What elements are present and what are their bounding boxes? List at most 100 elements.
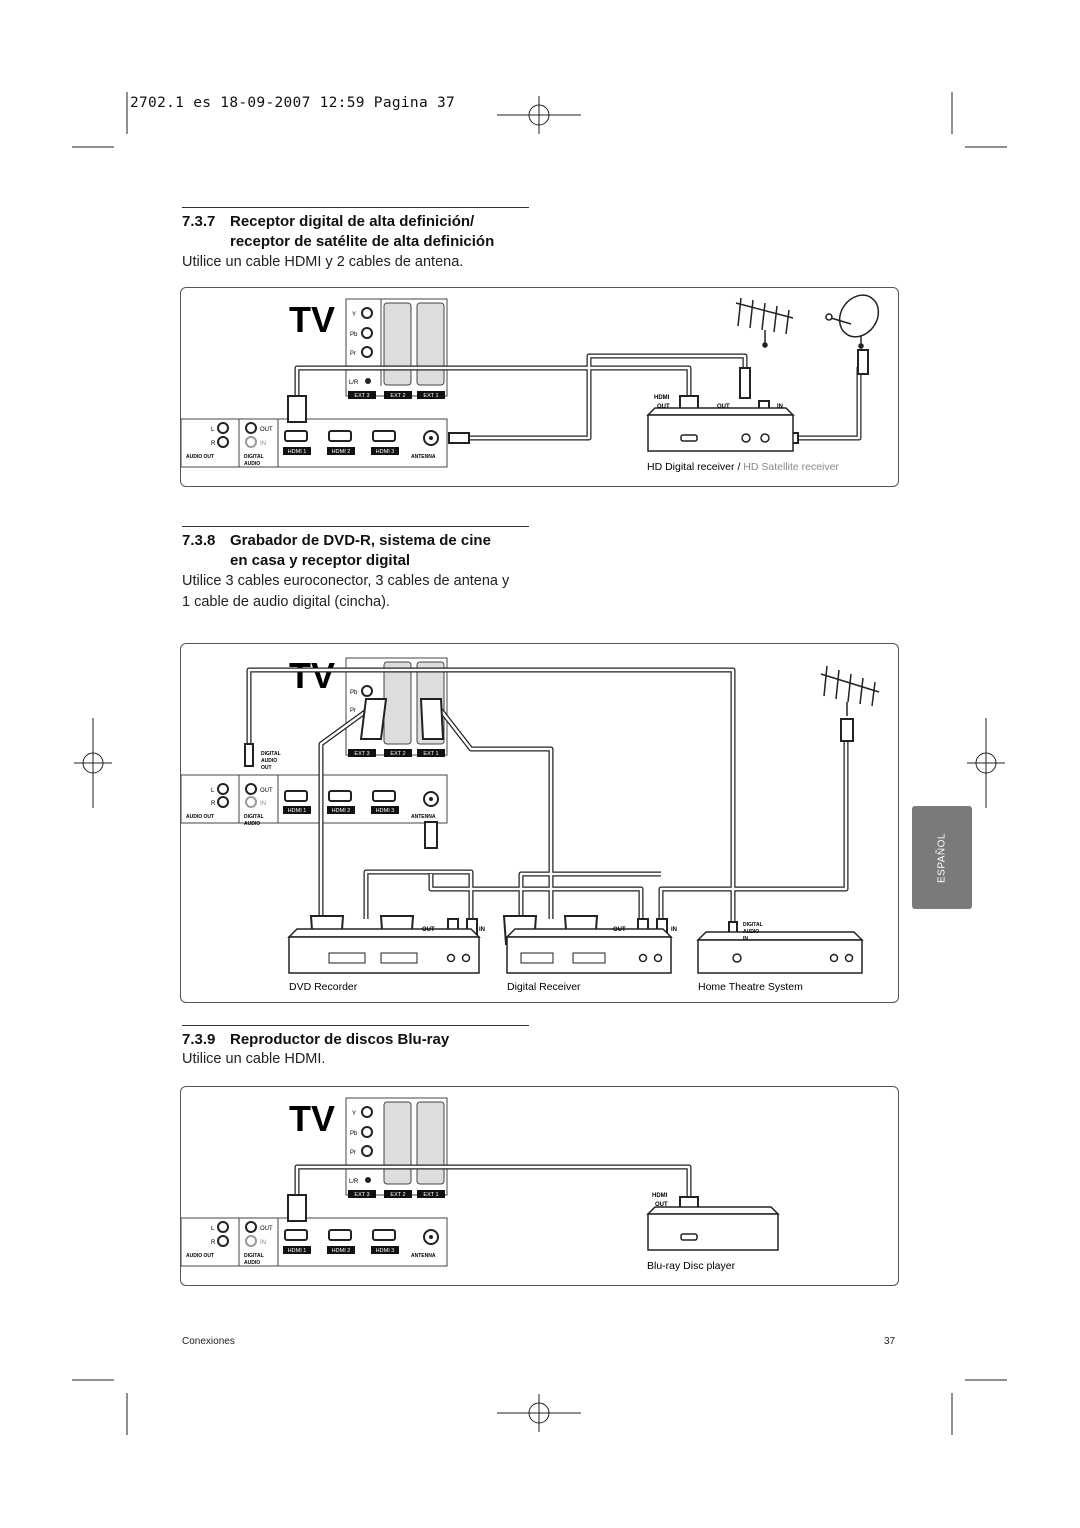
svg-text:R: R: [211, 801, 216, 807]
diagram-dvd-hts-receiver-drawing: TV Pb Pr EXT 3 EXT 2 EXT 1 DIGITAL AUDIO…: [180, 655, 880, 993]
svg-text:ANTENNA: ANTENNA: [411, 814, 436, 820]
svg-text:EXT 1: EXT 1: [423, 1192, 438, 1198]
tv-connector-panel: TV Y Pb Pr L/R EXT 3 EXT 2 EXT 1 L R AUD…: [180, 298, 448, 468]
diagram-hd-receiver: TV Y Pb Pr L/R EXT 3 EXT 2 EXT 1 L R AUD…: [180, 287, 899, 487]
svg-text:IN: IN: [743, 936, 748, 942]
svg-text:Pr: Pr: [350, 351, 356, 357]
satellite-dish-icon: [825, 294, 880, 349]
svg-text:R: R: [211, 441, 216, 447]
svg-text:OUT: OUT: [260, 788, 273, 794]
svg-text:Pr: Pr: [350, 1150, 356, 1156]
svg-text:HDMI 2: HDMI 2: [332, 449, 351, 455]
svg-text:OUT: OUT: [655, 1202, 668, 1208]
print-header: 2702.1 es 18-09-2007 12:59 Pagina 37: [130, 95, 456, 111]
svg-text:HDMI 3: HDMI 3: [376, 1248, 395, 1254]
svg-text:Pb: Pb: [350, 332, 358, 338]
svg-text:HDMI 2: HDMI 2: [332, 1248, 351, 1254]
diagram-dvd-hts-receiver: TV Pb Pr EXT 3 EXT 2 EXT 1 DIGITAL AUDIO…: [180, 643, 899, 1003]
svg-text:R: R: [211, 1240, 216, 1246]
svg-text:AUDIO: AUDIO: [261, 758, 277, 764]
svg-text:Pb: Pb: [350, 1131, 358, 1137]
caption-home-theatre: Home Theatre System: [698, 981, 803, 993]
svg-text:AUDIO: AUDIO: [743, 929, 759, 935]
dvd-recorder-box: OUT IN: [287, 927, 485, 974]
ext2-label: EXT 2: [390, 393, 405, 399]
svg-text:OUT: OUT: [261, 765, 272, 771]
svg-text:OUT: OUT: [717, 404, 730, 410]
svg-text:ANTENNA: ANTENNA: [411, 1253, 436, 1259]
svg-text:OUT: OUT: [422, 927, 435, 933]
svg-text:TV: TV: [289, 655, 335, 696]
svg-text:Pb: Pb: [350, 690, 358, 696]
svg-text:DIGITAL: DIGITAL: [261, 751, 281, 757]
tv-connector-panel: TV Pb Pr EXT 3 EXT 2 EXT 1 DIGITAL AUDIO…: [180, 655, 448, 827]
svg-text:HDMI 1: HDMI 1: [288, 1248, 307, 1254]
svg-text:Y: Y: [352, 1111, 356, 1117]
diagram-hd-receiver-drawing: TV Y Pb Pr L/R EXT 3 EXT 2 EXT 1 L R AUD…: [180, 294, 880, 473]
ext3-label: EXT 3: [354, 393, 369, 399]
svg-text:HDMI: HDMI: [652, 1193, 668, 1199]
digital-receiver-box: OUT IN: [505, 927, 677, 974]
language-tab: ESPAÑOL: [912, 806, 972, 909]
diagram-bluray-drawing: TV Y Pb Pr L/R EXT 3 EXT 2 EXT 1 L R AUD…: [180, 1097, 780, 1272]
svg-text:IN: IN: [260, 441, 266, 447]
caption-bluray: Blu-ray Disc player: [647, 1260, 736, 1272]
svg-text:HDMI 1: HDMI 1: [288, 449, 307, 455]
section-body-737: Utilice un cable HDMI y 2 cables de ante…: [182, 254, 464, 270]
antenna-icon: [820, 665, 880, 716]
svg-text:IN: IN: [479, 927, 485, 933]
svg-text:AUDIO OUT: AUDIO OUT: [186, 454, 214, 460]
svg-text:EXT 2: EXT 2: [390, 751, 405, 757]
svg-text:EXT 1: EXT 1: [423, 751, 438, 757]
registration-mark-bottom: [497, 1394, 581, 1432]
svg-text:HDMI: HDMI: [654, 395, 670, 401]
svg-text:EXT 3: EXT 3: [354, 751, 369, 757]
caption-digital-receiver: Digital Receiver: [507, 981, 581, 993]
section-body-739: Utilice un cable HDMI.: [182, 1051, 326, 1067]
svg-text:OUT: OUT: [260, 427, 273, 433]
svg-text:TV: TV: [289, 1098, 335, 1139]
svg-text:L/R: L/R: [349, 1179, 359, 1185]
home-theatre-box: DIGITAL AUDIO IN: [696, 922, 864, 974]
svg-text:DIGITAL: DIGITAL: [244, 454, 264, 460]
diagram-bluray: TV Y Pb Pr L/R EXT 3 EXT 2 EXT 1 L R AUD…: [180, 1086, 899, 1286]
svg-text:L/R: L/R: [349, 380, 359, 386]
registration-mark-right: [967, 718, 1005, 808]
footer-section-name: Conexiones: [182, 1336, 235, 1347]
svg-text:DIGITAL: DIGITAL: [244, 814, 264, 820]
svg-text:IN: IN: [260, 801, 266, 807]
component-pr-jack: Pr: [350, 346, 373, 358]
svg-text:DIGITAL: DIGITAL: [244, 1253, 264, 1259]
svg-text:IN: IN: [777, 404, 783, 410]
svg-text:EXT 2: EXT 2: [390, 1192, 405, 1198]
svg-text:HDMI 3: HDMI 3: [376, 808, 395, 814]
svg-text:AUDIO: AUDIO: [244, 1260, 260, 1266]
svg-text:OUT: OUT: [260, 1226, 273, 1232]
svg-text:ANTENNA: ANTENNA: [411, 454, 436, 460]
svg-text:HDMI 2: HDMI 2: [332, 808, 351, 814]
svg-text:Y: Y: [352, 312, 356, 318]
svg-text:DIGITAL: DIGITAL: [743, 922, 763, 928]
tv-label: TV: [289, 299, 335, 340]
section-body-738: Utilice 3 cables euroconector, 3 cables …: [182, 573, 510, 610]
svg-text:L: L: [211, 788, 215, 794]
svg-text:EXT 3: EXT 3: [354, 1192, 369, 1198]
ext1-label: EXT 1: [423, 393, 438, 399]
svg-text:IN: IN: [671, 927, 677, 933]
svg-text:L: L: [211, 427, 215, 433]
svg-text:HDMI 3: HDMI 3: [376, 449, 395, 455]
component-pb-jack: Pb: [350, 327, 373, 339]
svg-text:HDMI 1: HDMI 1: [288, 808, 307, 814]
svg-text:L: L: [211, 1226, 215, 1232]
svg-text:Pr: Pr: [350, 708, 356, 714]
antenna-icon: [735, 297, 794, 348]
tv-connector-panel: TV Y Pb Pr L/R EXT 3 EXT 2 EXT 1 L R AUD…: [180, 1097, 448, 1267]
svg-text:AUDIO OUT: AUDIO OUT: [186, 814, 214, 820]
svg-text:OUT: OUT: [657, 404, 670, 410]
component-y-jack: Y: [352, 307, 373, 319]
caption-dvd-recorder: DVD Recorder: [289, 981, 358, 993]
